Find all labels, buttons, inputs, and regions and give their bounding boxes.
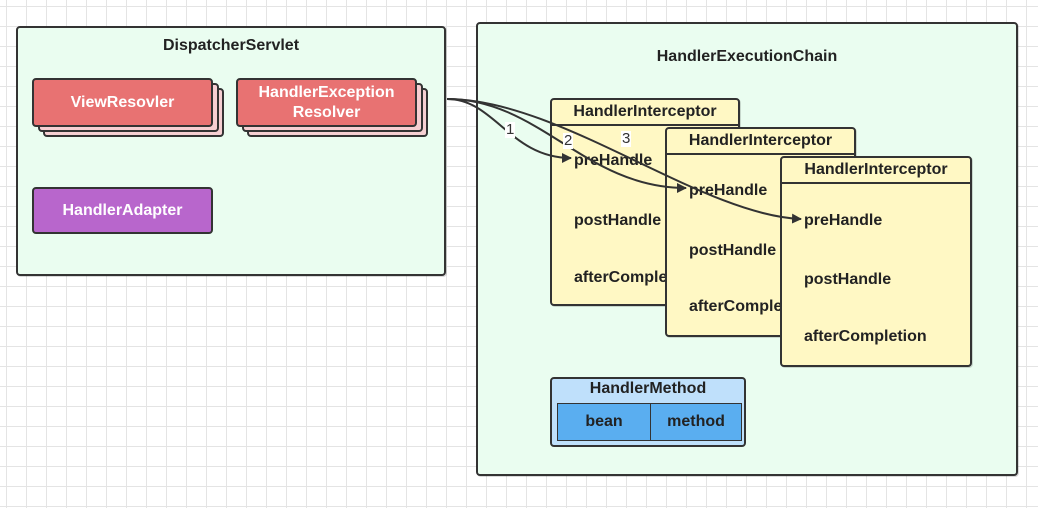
handler-method-method-cell: method xyxy=(650,403,742,441)
exception-resolver-box[interactable]: HandlerException Resolver xyxy=(236,78,417,127)
after-completion-item: afterCompletion xyxy=(804,328,927,345)
method-label: method xyxy=(667,413,725,430)
arrow-label-2: 2 xyxy=(563,132,574,149)
dispatcher-servlet-container: DispatcherServlet xyxy=(16,26,446,276)
arrow-label-1: 1 xyxy=(505,121,516,138)
view-resolver-box[interactable]: ViewResovler xyxy=(32,78,213,127)
interceptor-title: HandlerInterceptor xyxy=(667,131,854,155)
view-resolver-label: ViewResovler xyxy=(70,93,175,111)
handler-interceptor-3[interactable]: HandlerInterceptor preHandle postHandle … xyxy=(780,156,972,367)
dispatcher-servlet-title: DispatcherServlet xyxy=(162,37,300,54)
pre-handle-item: preHandle xyxy=(804,212,883,229)
handler-method-title: HandlerMethod xyxy=(589,380,707,397)
handler-adapter-label: HandlerAdapter xyxy=(62,201,183,219)
handler-adapter-box[interactable]: HandlerAdapter xyxy=(32,187,213,234)
interceptor-title: HandlerInterceptor xyxy=(782,160,970,184)
handler-method-bean-cell: bean xyxy=(557,403,651,441)
arrow-label-3: 3 xyxy=(621,130,632,147)
exception-resolver-label-line2: Resolver xyxy=(292,103,361,121)
bean-label: bean xyxy=(585,413,623,430)
handler-execution-chain-title: HandlerExecutionChain xyxy=(656,48,838,65)
pre-handle-item: preHandle xyxy=(689,182,768,199)
handler-method-box[interactable]: HandlerMethod bean method xyxy=(550,377,746,447)
post-handle-item: postHandle xyxy=(574,212,662,229)
post-handle-item: postHandle xyxy=(689,242,777,259)
interceptor-title: HandlerInterceptor xyxy=(552,102,738,126)
pre-handle-item: preHandle xyxy=(574,152,653,169)
post-handle-item: postHandle xyxy=(804,271,892,288)
exception-resolver-label-line1: HandlerException xyxy=(258,83,395,101)
